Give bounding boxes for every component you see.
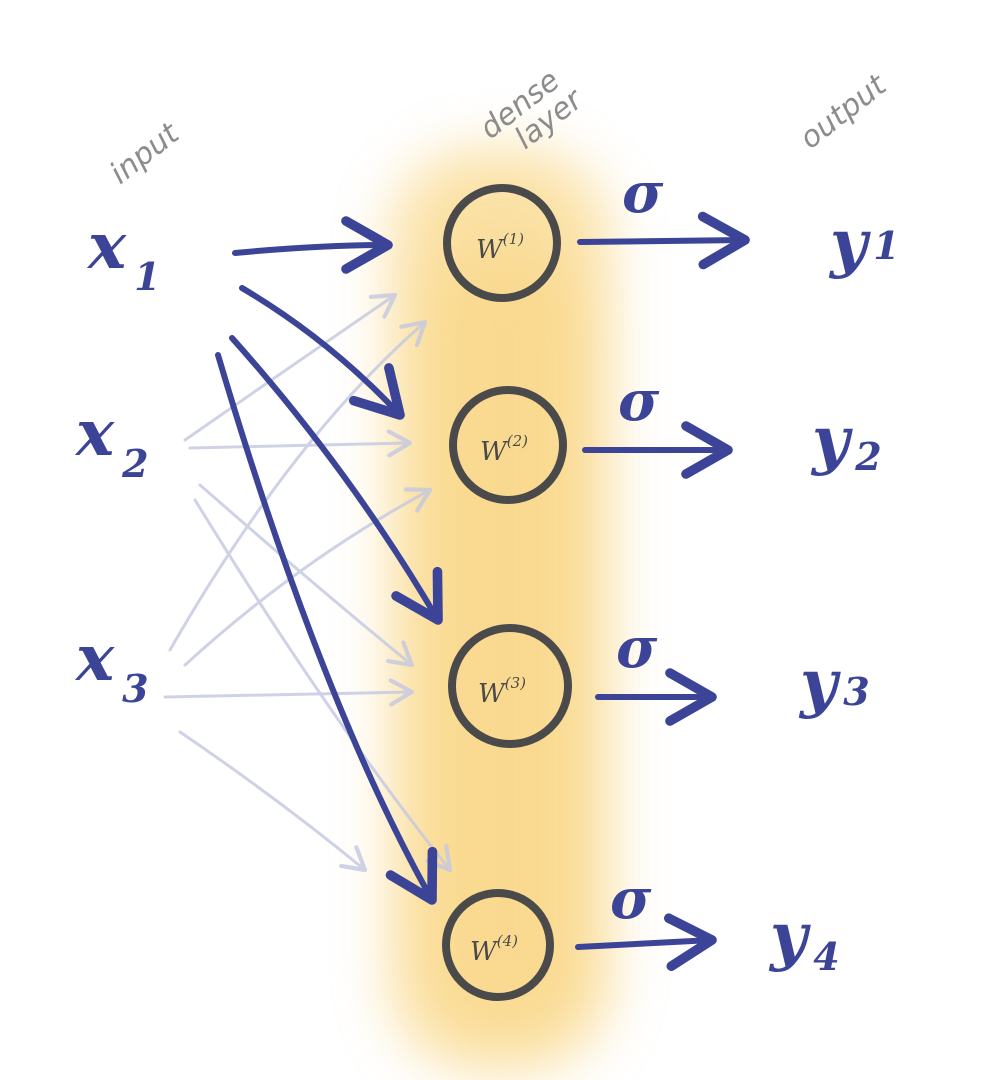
edge-x3-w1 xyxy=(168,319,428,652)
sigma-2: σ xyxy=(618,368,660,434)
sigma-4: σ xyxy=(610,866,652,932)
sigma-1: σ xyxy=(622,160,664,226)
activation-arrows xyxy=(575,211,750,971)
header-input: input xyxy=(103,115,186,191)
neuron-3 xyxy=(448,624,572,748)
sigma-labels: σ σ σ σ xyxy=(610,160,664,932)
edge-x1-w1 xyxy=(232,216,393,274)
act-arrow-4 xyxy=(575,913,717,971)
neuron-labels: W(1) W(2) W(3) W(4) xyxy=(470,230,528,967)
sigma-3: σ xyxy=(616,615,658,681)
edge-x2-w2 xyxy=(188,429,413,458)
edge-x2-w4 xyxy=(193,498,453,873)
neuron-3-label: W(3) xyxy=(478,674,526,709)
neuron-1 xyxy=(443,184,561,302)
edge-x1-w2 xyxy=(239,285,405,420)
edge-x3-w3 xyxy=(163,678,415,707)
edge-x1-w3 xyxy=(229,335,443,625)
strong-connections xyxy=(215,216,443,905)
edge-x2-w1 xyxy=(183,292,398,442)
neuron-4-label: W(4) xyxy=(470,932,518,967)
faint-connections xyxy=(163,292,453,873)
neuron-2 xyxy=(449,386,567,504)
neuron-4 xyxy=(442,889,554,1001)
act-arrow-1 xyxy=(577,211,750,270)
neuron-1-label: W(1) xyxy=(476,230,524,265)
edge-x3-w4 xyxy=(178,730,368,873)
header-output: output xyxy=(793,67,893,156)
edge-x2-w3 xyxy=(198,483,415,668)
neuron-2-label: W(2) xyxy=(480,432,528,467)
dense-layer-highlight xyxy=(390,150,610,1070)
edge-x1-w4 xyxy=(215,352,438,905)
edge-x3-w2 xyxy=(183,487,433,667)
